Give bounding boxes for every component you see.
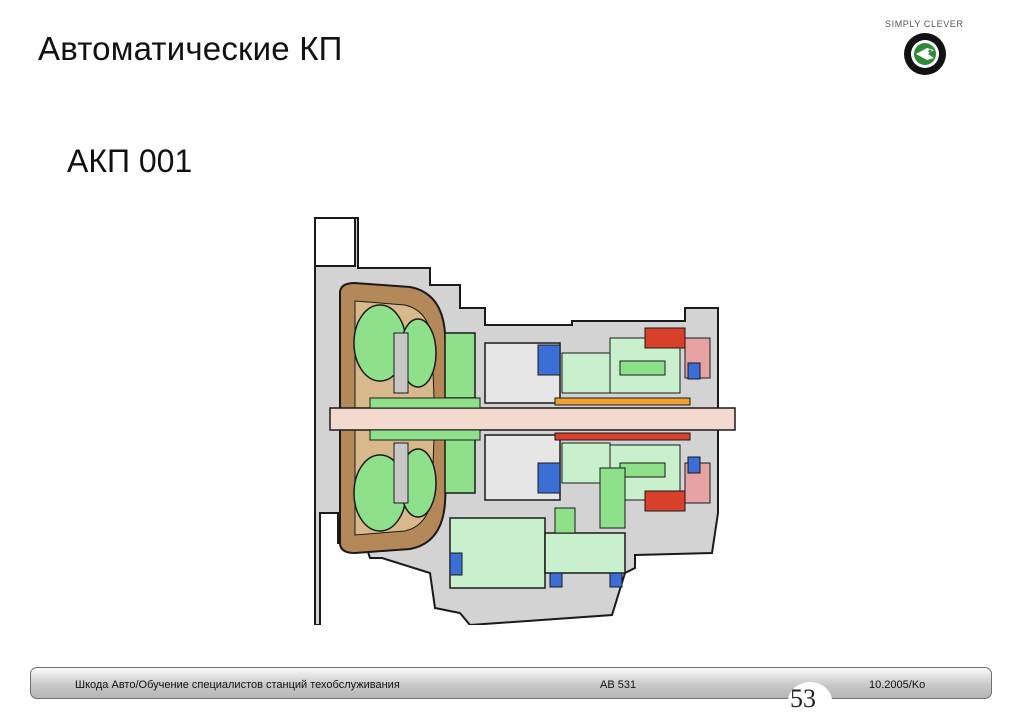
page-number: 53 — [790, 684, 816, 713]
footer-date: 10.2005/Ko — [869, 679, 926, 691]
skoda-logo-icon — [904, 33, 946, 75]
footer-bar: Шкода Авто/Обучение специалистов станций… — [30, 667, 992, 699]
page-number-badge — [788, 682, 832, 720]
transmission-cross-section-diagram — [314, 217, 736, 625]
footer-document-code: АВ 531 — [600, 679, 637, 691]
slide-title: Автоматические КП — [38, 30, 343, 67]
footer-course-title: Шкода Авто/Обучение специалистов станций… — [75, 679, 400, 691]
brand-tagline: SIMPLY CLEVER — [885, 19, 964, 29]
slide-subtitle: АКП 001 — [67, 143, 193, 179]
